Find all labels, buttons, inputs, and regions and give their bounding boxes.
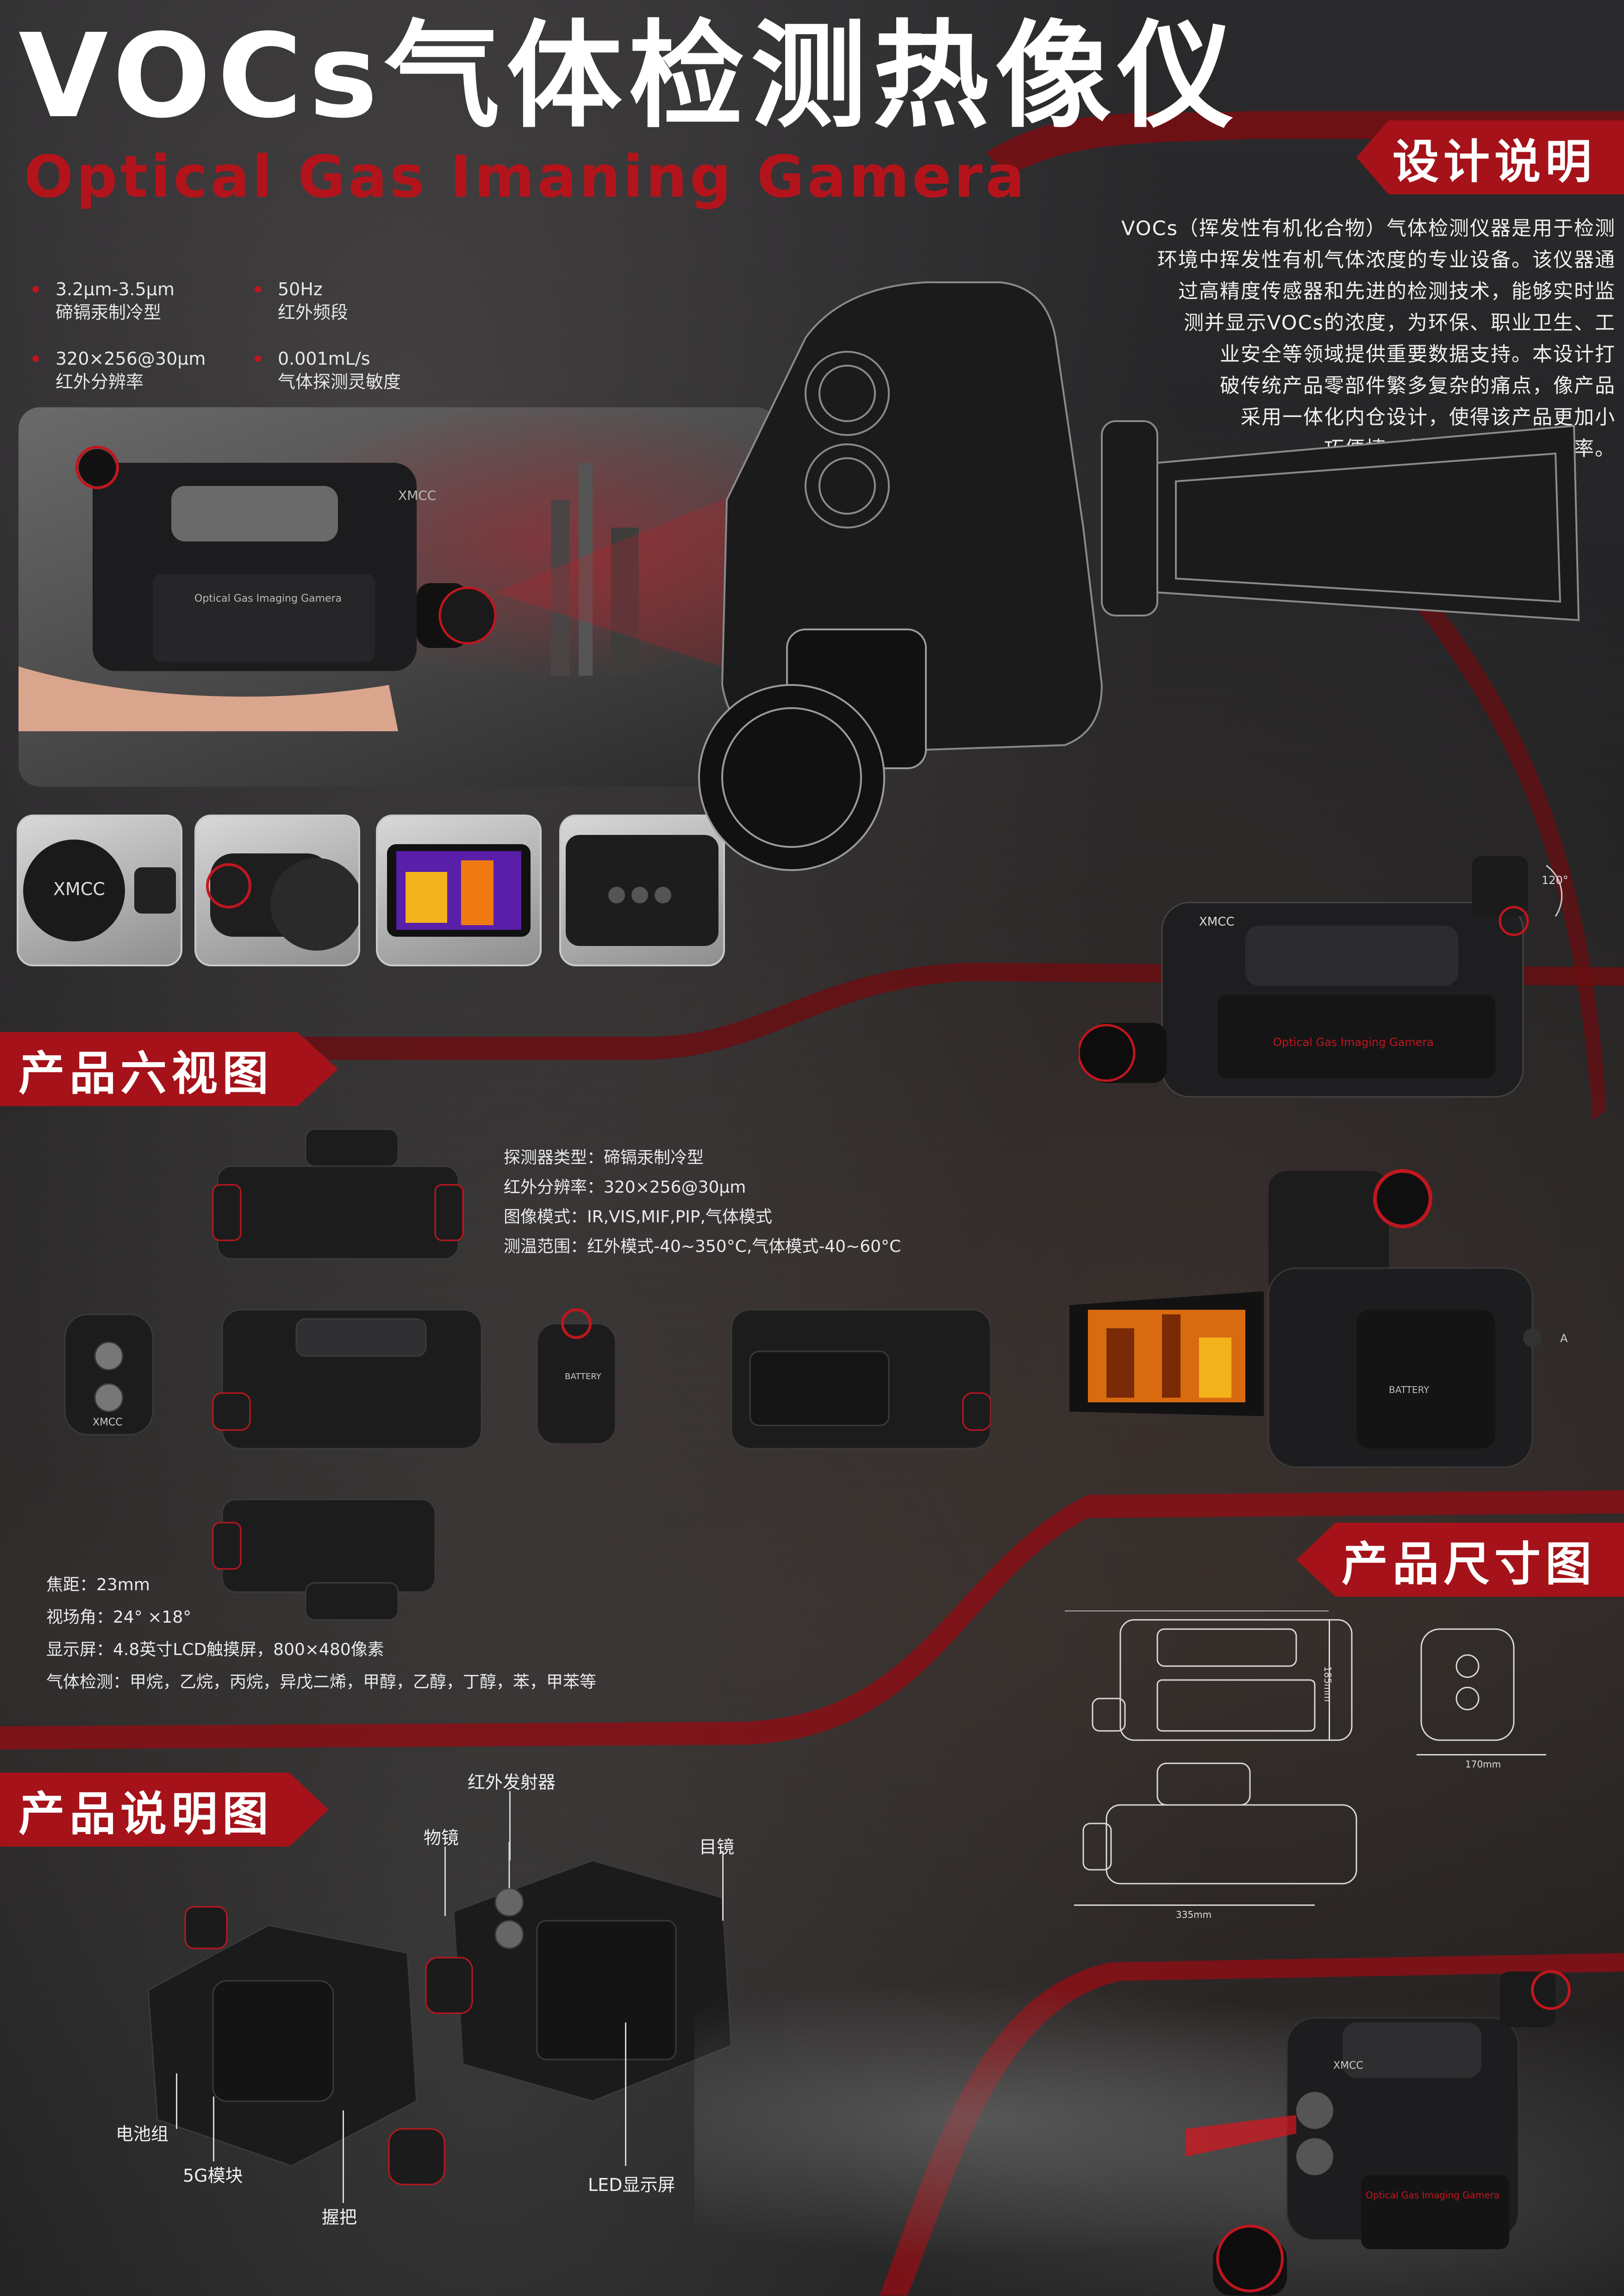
detail-thumb-eyepiece xyxy=(194,815,360,966)
dimension-width: 170mm xyxy=(1465,1759,1501,1770)
brand-mark: XMCC xyxy=(1199,915,1235,929)
label-grip: 握把 xyxy=(322,2207,357,2228)
label-led-screen: LED显示屏 xyxy=(588,2175,675,2195)
design-line: 过高精度传感器和先进的检测技术，能够实时监 xyxy=(1178,280,1616,303)
dimensions-section-tag: 产品尺寸图 xyxy=(1296,1523,1624,1597)
dimension-length: 335mm xyxy=(1176,1909,1212,1920)
six-views-params-left: 焦距：23mm 视场角：24° ×18° 显示屏：4.8英寸LCD触摸屏，800… xyxy=(46,1569,596,1699)
camera-render-rotated: 120° Optical Gas Imaging Gamera XMCC xyxy=(1077,847,1579,1125)
design-line: 采用一体化内仓设计，使得该产品更加小 xyxy=(1241,406,1616,429)
wireframe-camera-render xyxy=(698,281,1580,871)
usage-photo: XMCC Optical Gas Imaging Gamera xyxy=(19,407,778,787)
bullet-icon xyxy=(255,286,261,292)
label-objective: 物镜 xyxy=(424,1828,459,1848)
detail-thumb-lens: XMCC xyxy=(17,815,182,966)
button-a-label: A xyxy=(1560,1332,1568,1345)
spec-value: 3.2μm-3.5μm xyxy=(56,279,175,299)
design-section-tag: 设计说明 xyxy=(1356,120,1624,194)
design-line: 测并显示VOCs的浓度，为环保、职业卫生、工 xyxy=(1184,311,1616,335)
leader-line xyxy=(213,2097,214,2161)
battery-label: BATTERY xyxy=(565,1372,602,1381)
brand-mark: XMCC xyxy=(53,879,105,899)
explain-illustration xyxy=(147,1842,732,2185)
brand-mark: XMCC xyxy=(1333,2060,1363,2072)
label-battery: 电池组 xyxy=(116,2124,169,2144)
param-line: 气体检测：甲烷，乙烷，丙烷，异戊二烯，甲醇，乙醇，丁醇，苯，甲苯等 xyxy=(46,1673,597,1692)
leader-line xyxy=(444,1847,446,1916)
panel-text: Optical Gas Imaging Gamera xyxy=(1273,1036,1434,1049)
leader-line xyxy=(625,2022,626,2166)
dimension-line-height xyxy=(1329,1620,1330,1740)
leader-line xyxy=(509,1791,511,1860)
eyepiece-illustration xyxy=(206,853,358,951)
param-line: 图像模式：IR,VIS,MIF,PIP,气体模式 xyxy=(504,1207,772,1226)
label-eyepiece: 目镜 xyxy=(699,1837,735,1857)
spec-label: 红外频段 xyxy=(278,302,349,323)
six-views-illustration: XMCC BATTERY xyxy=(64,1128,991,1621)
page-title: VOCs气体检测热像仪 xyxy=(19,9,1240,143)
param-line: 视场角：24° ×18° xyxy=(46,1608,192,1627)
rotation-label: 120° xyxy=(1542,874,1568,887)
label-ir-emitter: 红外发射器 xyxy=(468,1772,556,1792)
battery-label: BATTERY xyxy=(1389,1384,1430,1395)
thermal-screen-illustration xyxy=(387,844,531,937)
dimensions-heading: 产品尺寸图 xyxy=(1342,1537,1596,1591)
explain-heading: 产品说明图 xyxy=(19,1786,273,1841)
spec-item: 320×256@30μm 红外分辨率 xyxy=(32,347,206,393)
param-line: 焦距：23mm xyxy=(46,1575,150,1594)
spec-item: 0.001mL/s 气体探测灵敏度 xyxy=(255,347,401,393)
design-line: 业安全等领域提供重要数据支持。本设计打 xyxy=(1220,343,1616,366)
camera-render-screen-open: BATTERY A xyxy=(1069,1152,1597,1476)
dimension-drawings xyxy=(1065,1611,1515,1885)
design-line: 破传统产品零部件繁多复杂的痛点，像产品 xyxy=(1220,374,1616,398)
bullet-icon xyxy=(32,286,39,292)
six-views-section-tag: 产品六视图 xyxy=(0,1032,338,1106)
spec-item: 50Hz 红外频段 xyxy=(255,278,349,324)
param-line: 测温范围：红外模式-40~350°C,气体模式-40~60°C xyxy=(504,1237,901,1256)
bullet-icon xyxy=(32,355,39,362)
design-line: 环境中挥发性有机气体浓度的专业设备。该仪器通 xyxy=(1157,249,1616,272)
spec-value: 0.001mL/s xyxy=(278,348,370,369)
spec-label: 红外分辨率 xyxy=(56,372,144,392)
leader-line xyxy=(343,2110,344,2203)
camera-hero-bottom: Optical Gas Imaging Gamera XMCC xyxy=(1185,1970,1571,2296)
dimension-line-length xyxy=(1074,1904,1315,1906)
spec-item: 3.2μm-3.5μm 碲镉汞制冷型 xyxy=(32,278,175,324)
detail-thumb-screen xyxy=(376,815,542,966)
leader-line xyxy=(176,2073,177,2129)
six-views-params-right: 探测器类型：碲镉汞制冷型 红外分辨率：320×256@30μm 图像模式：IR,… xyxy=(504,1143,901,1262)
camera-in-hand-illustration: XMCC Optical Gas Imaging Gamera xyxy=(19,446,778,731)
bullet-icon xyxy=(255,355,261,362)
brand-mark: XMCC xyxy=(398,488,436,503)
design-heading: 设计说明 xyxy=(1393,134,1596,189)
param-line: 探测器类型：碲镉汞制冷型 xyxy=(504,1148,704,1167)
detail-thumb-buttons xyxy=(559,815,725,966)
param-line: 显示屏：4.8英寸LCD触摸屏，800×480像素 xyxy=(46,1640,384,1659)
camera-side-illustration: 120° Optical Gas Imaging Gamera XMCC xyxy=(1077,856,1568,1098)
page-subtitle: Optical Gas Imaning Gamera xyxy=(24,143,1027,211)
dimension-height: 185mm xyxy=(1322,1666,1333,1702)
panel-text: Optical Gas Imaging Gamera xyxy=(1366,2190,1499,2201)
leader-line xyxy=(722,1851,724,1921)
spec-value: 50Hz xyxy=(278,279,323,299)
design-description: VOCs（挥发性有机化合物）气体检测仪器是用于检测 环境中挥发性有机气体浓度的专… xyxy=(1056,213,1616,465)
explain-section-tag: 产品说明图 xyxy=(0,1773,329,1847)
param-line: 红外分辨率：320×256@30μm xyxy=(504,1178,746,1197)
six-views-heading: 产品六视图 xyxy=(19,1046,273,1101)
label-5g-module: 5G模块 xyxy=(183,2165,243,2186)
spec-value: 320×256@30μm xyxy=(56,348,206,369)
dimension-line-width xyxy=(1417,1754,1546,1755)
design-line: VOCs（挥发性有机化合物）气体检测仪器是用于检测 xyxy=(1121,217,1616,240)
spec-label: 气体探测灵敏度 xyxy=(278,372,401,392)
camera-back-illustration: BATTERY A xyxy=(1069,1169,1568,1468)
buttons-illustration xyxy=(566,835,718,946)
panel-text: Optical Gas Imaging Gamera xyxy=(194,593,342,604)
brand-mark: XMCC xyxy=(93,1417,123,1428)
spec-label: 碲镉汞制冷型 xyxy=(56,302,162,323)
lens-cap-illustration: XMCC xyxy=(23,840,176,941)
